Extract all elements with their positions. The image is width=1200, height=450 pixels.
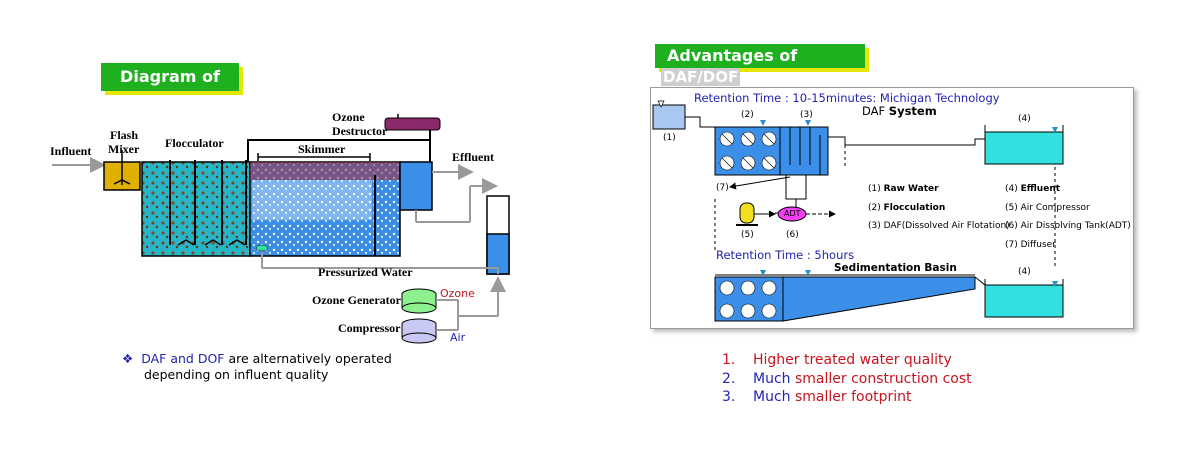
ozone-destructor — [384, 117, 441, 131]
right-title: Advantages of — [655, 44, 865, 68]
raw-water-tank — [652, 104, 686, 130]
daf-system-prefix: DAF — [862, 104, 889, 118]
advantage-text: Much — [753, 370, 795, 387]
unit-number-2: (2) — [741, 110, 754, 120]
sedimentation-basin — [782, 276, 976, 322]
label-effluent: Effluent — [452, 150, 494, 164]
unit-number-1: (1) — [663, 133, 676, 143]
unit-number-5: (5) — [741, 230, 754, 240]
dof-diagram — [52, 114, 510, 344]
advantage-item-2: 2. Much smaller construction cost — [722, 370, 972, 389]
advantage-text: smaller construction cost — [794, 370, 972, 387]
legend-text: Diffuser — [1020, 239, 1056, 250]
advantage-text: Much — [753, 389, 795, 405]
legend-num: (7) — [1005, 239, 1021, 250]
unit-number-6: (6) — [786, 230, 799, 240]
legend-num: (4) — [1005, 184, 1021, 194]
label-ozone-generator: Ozone Generator — [312, 293, 401, 307]
flotation-cover — [247, 139, 431, 162]
effluent-chamber — [399, 161, 433, 211]
label-influent: Influent — [50, 144, 92, 158]
unit-number-7: (7) — [716, 183, 729, 193]
legend-text: Air Compressor — [1020, 202, 1090, 213]
advantage-num: 1. — [722, 352, 736, 368]
legend-left: (1) Raw Water (2) Flocculation (3) DAF(D… — [868, 180, 1010, 236]
adt-label: ADT — [784, 209, 801, 218]
legend-text: Effluent — [1020, 184, 1061, 194]
effluent-tank-top — [984, 131, 1064, 165]
label-ozone-destructor-2: Destructor — [332, 124, 388, 138]
bullet-note: ❖DAF and DOF are alternatively operated … — [122, 351, 392, 383]
legend-item-effluent: (4) Effluent — [1005, 180, 1131, 199]
label-ozone: Ozone — [440, 287, 475, 300]
air-compressor — [739, 202, 755, 224]
legend-num: (2) — [868, 202, 884, 213]
legend-item-adt: (6) Air Dissolving Tank(ADT) — [1005, 217, 1131, 236]
label-flash-mixer-2: Mixer — [108, 142, 140, 156]
advantage-item-3: 3. Much smaller footprint — [722, 388, 972, 407]
bullet-line2: depending on influent quality — [144, 367, 329, 382]
effluent-tank-bottom — [984, 284, 1064, 318]
label-ozone-destructor-1: Ozone — [332, 110, 365, 124]
legend-text: Flocculation — [883, 202, 946, 213]
legend-text: DAF(Dissolved Air Flotation) — [883, 221, 1010, 231]
legend-text: Raw Water — [883, 184, 939, 194]
daf-system-label: DAF System — [862, 104, 937, 118]
bullet-symbol: ❖ — [122, 351, 134, 366]
legend-text: Air Dissolving Tank(ADT) — [1020, 221, 1131, 231]
daf-diagram — [652, 100, 1064, 322]
legend-item-diffuser: (7) Diffuser — [1005, 236, 1131, 255]
legend-right: (4) Effluent (5) Air Compressor (6) Air … — [1005, 180, 1131, 254]
legend-num: (3) — [868, 221, 884, 231]
legend-item-air-compressor: (5) Air Compressor — [1005, 199, 1131, 218]
legend-num: (1) — [868, 184, 884, 194]
daf-tank — [779, 126, 829, 176]
legend-item-daf: (3) DAF(Dissolved Air Flotation) — [868, 217, 1010, 236]
label-air: Air — [450, 331, 466, 344]
bullet-highlight: DAF and DOF — [141, 351, 225, 366]
right-title-line2: DAF/DOF — [661, 68, 741, 86]
advantages-list: 1. Higher treated water quality 2. Much sm… — [722, 351, 972, 407]
unit-number-4a: (4) — [1018, 114, 1031, 124]
label-flash-mixer-1: Flash — [110, 128, 139, 142]
sedimentation-basin-label: Sedimentation Basin — [834, 262, 957, 274]
retention-time-2: Retention Time : 5hours — [716, 248, 855, 262]
bullet-line1: are alternatively operated — [224, 351, 392, 366]
legend-num: (6) — [1005, 221, 1021, 231]
legend-num: (5) — [1005, 202, 1021, 213]
unit-number-4b: (4) — [1018, 267, 1031, 277]
left-title: Diagram of DOF — [101, 63, 239, 114]
advantage-text: smaller footprint — [794, 389, 912, 405]
label-pressurized-water: Pressurized Water — [318, 265, 413, 279]
daf-system-bold: System — [888, 104, 937, 118]
unit-number-3: (3) — [800, 110, 813, 120]
label-compressor: Compressor — [338, 321, 401, 335]
legend-item-raw-water: (1) Raw Water — [868, 180, 1010, 199]
label-flocculator: Flocculator — [165, 136, 224, 150]
label-skimmer: Skimmer — [298, 142, 346, 156]
advantage-item-1: 1. Higher treated water quality — [722, 351, 972, 370]
legend-item-flocculation: (2) Flocculation — [868, 199, 1010, 218]
advantage-num: 3. — [722, 389, 736, 405]
retention-time-1: Retention Time : 10-15minutes: Michigan … — [694, 91, 1000, 105]
advantage-num: 2. — [722, 370, 736, 387]
advantage-text: Higher treated water quality — [753, 352, 952, 368]
